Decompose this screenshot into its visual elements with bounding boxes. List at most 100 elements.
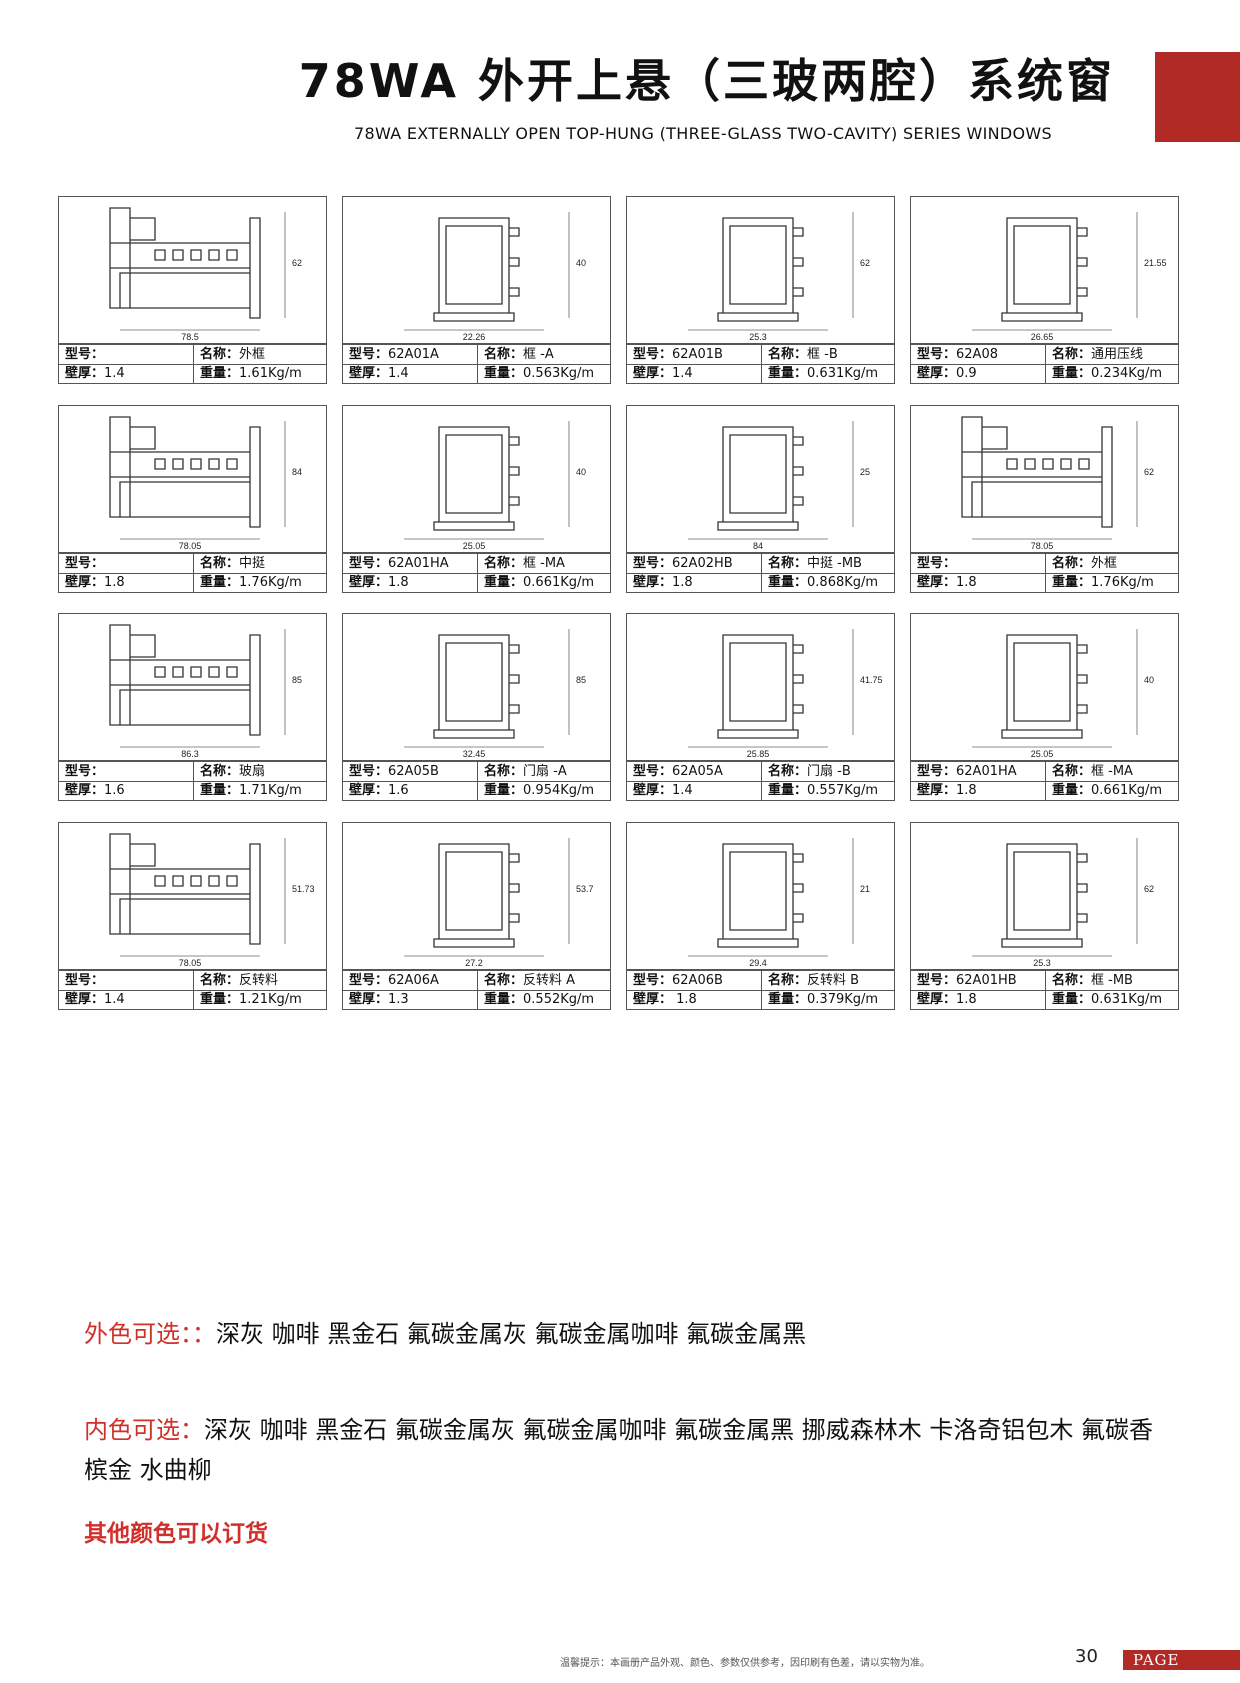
dimension-label: 78.05 (179, 958, 202, 968)
spec-model: 型号： (65, 556, 105, 571)
spec-row-model: 型号：名称：反转料 (59, 971, 326, 991)
dimension-label: 40 (1144, 675, 1154, 685)
spec-thickness: 壁厚：1.4 (65, 366, 125, 381)
spec-name: 名称：中挺 -MB (761, 554, 898, 573)
profile-cross-section (109, 416, 261, 528)
dimension-label: 21.55 (1144, 258, 1167, 268)
spec-row-model: 型号：名称：中挺 (59, 554, 326, 574)
spec-model: 型号：62A01A (349, 347, 439, 362)
spec-weight: 重量：1.71Kg/m (193, 781, 330, 800)
dimension-label: 62 (292, 258, 302, 268)
dimension-label: 53.7 (576, 884, 594, 894)
spec-weight: 重量：0.379Kg/m (761, 990, 898, 1009)
profile-cross-section (433, 217, 520, 322)
dimension-label: 78.05 (1031, 541, 1054, 551)
spec-weight: 重量：0.631Kg/m (1045, 990, 1182, 1009)
dimension-label: 62 (860, 258, 870, 268)
spec-thickness: 壁厚：1.8 (917, 575, 977, 590)
spec-thickness: 壁厚：1.4 (65, 992, 125, 1007)
dimension-label: 21 (860, 884, 870, 894)
profile-drawing-frame: 53.7 27.2 (342, 822, 611, 970)
spec-model: 型号：62A01HA (917, 764, 1017, 779)
spec-thickness: 壁厚：1.4 (633, 783, 693, 798)
profile-cross-section (433, 843, 520, 948)
spec-weight: 重量：1.61Kg/m (193, 364, 330, 383)
spec-model: 型号： (65, 973, 105, 988)
profile-cross-section (433, 426, 520, 531)
dimension-label: 86.3 (181, 749, 199, 759)
spec-weight: 重量：0.954Kg/m (477, 781, 614, 800)
dimension-label: 84 (292, 467, 302, 477)
outer-color-options: 外色可选：：深灰 咖啡 黑金石 氟碳金属灰 氟碳金属咖啡 氟碳金属黑 (84, 1314, 1164, 1354)
spec-thickness: 壁厚：1.8 (633, 575, 693, 590)
profile-cross-section (433, 634, 520, 739)
dimension-label: 85 (576, 675, 586, 685)
profile-drawing: 62 25.3 (688, 212, 870, 342)
spec-model: 型号： (65, 764, 105, 779)
dimension-label: 25.05 (1031, 749, 1054, 759)
dimension-label: 25.3 (749, 332, 767, 342)
spec-thickness: 壁厚：1.8 (349, 575, 409, 590)
spec-model: 型号：62A05B (349, 764, 439, 779)
spec-model: 型号：62A06B (633, 973, 723, 988)
spec-model: 型号：62A02HB (633, 556, 733, 571)
spec-weight: 重量：0.552Kg/m (477, 990, 614, 1009)
spec-name: 名称：门扇 -B (761, 762, 898, 781)
spec-name: 名称：玻扇 (193, 762, 330, 781)
outer-color-values: 深灰 咖啡 黑金石 氟碳金属灰 氟碳金属咖啡 氟碳金属黑 (216, 1320, 807, 1348)
spec-weight: 重量：0.631Kg/m (761, 364, 898, 383)
spec-model: 型号：62A01HA (349, 556, 449, 571)
spec-thickness: 壁厚：1.4 (349, 366, 409, 381)
profile-drawing-frame: 62 25.3 (626, 196, 895, 344)
dimension-label: 27.2 (465, 958, 483, 968)
profile-drawing-frame: 85 32.45 (342, 613, 611, 761)
spec-model: 型号：62A01HB (917, 973, 1017, 988)
dimension-label: 32.45 (463, 749, 486, 759)
spec-name: 名称：反转料 (193, 971, 330, 990)
spec-weight: 重量：1.76Kg/m (193, 573, 330, 592)
dimension-label: 62 (1144, 884, 1154, 894)
profile-cross-section (1001, 217, 1088, 322)
spec-name: 名称：中挺 (193, 554, 330, 573)
spec-name: 名称：反转料 B (761, 971, 898, 990)
dimension-label: 40 (576, 258, 586, 268)
spec-model: 型号： (65, 347, 105, 362)
